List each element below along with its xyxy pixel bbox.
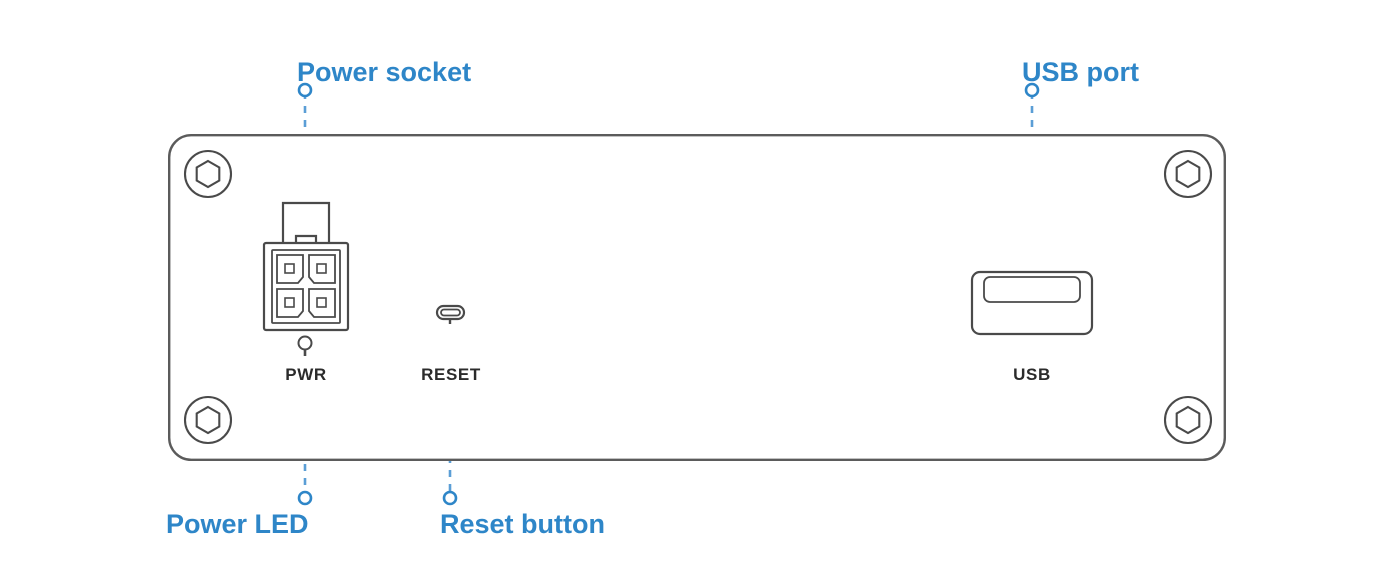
callout-label-power-led: Power LED (166, 509, 309, 539)
reset-button-pinhole (435, 304, 466, 324)
screw-bottom-left (183, 395, 233, 445)
device-chassis (167, 133, 1226, 462)
leader-dot-power-socket (297, 82, 313, 98)
leader-dots (297, 82, 1040, 506)
leader-dot-usb-port (1024, 82, 1040, 98)
power-led-indicator (297, 335, 313, 356)
leader-dot-reset-button (442, 490, 458, 506)
callout-label-reset-button: Reset button (440, 509, 605, 539)
port-label-pwr: PWR (285, 365, 326, 384)
callout-label-power-socket: Power socket (297, 57, 471, 87)
port-label-reset: RESET (421, 365, 481, 384)
leader-dot-power-led (297, 490, 313, 506)
screw-top-right (1163, 149, 1213, 199)
screw-top-left (183, 149, 233, 199)
callout-label-usb-port: USB port (1022, 57, 1139, 87)
power-socket-connector (262, 201, 350, 332)
screw-bottom-right (1163, 395, 1213, 445)
port-label-usb: USB (1013, 365, 1051, 384)
usb-a-port (970, 270, 1094, 336)
